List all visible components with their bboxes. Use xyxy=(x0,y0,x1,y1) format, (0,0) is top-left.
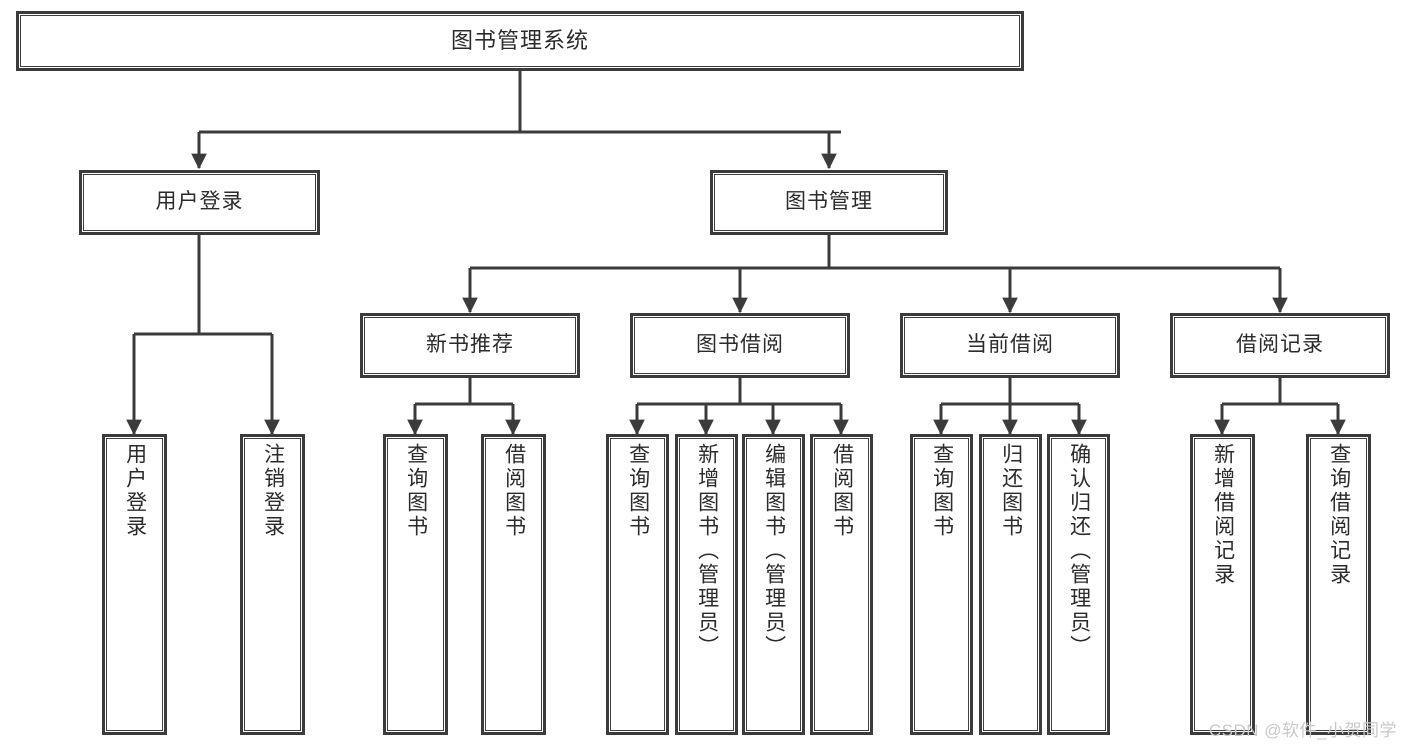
leaf-borrow-book[interactable]: 借阅图书 xyxy=(812,436,871,733)
node-label: 查询图书 xyxy=(626,443,650,539)
node-label: 确认归还（管理员） xyxy=(1067,443,1091,659)
node-label: 查询借阅记录 xyxy=(1327,443,1351,587)
node-root-library-system[interactable]: 图书管理系统 xyxy=(18,13,1022,69)
node-label: 当前借阅 xyxy=(966,333,1054,357)
node-label: 新增借阅记录 xyxy=(1211,443,1235,587)
leaf-confirm-return-admin[interactable]: 确认归还（管理员） xyxy=(1049,436,1108,733)
node-book-borrowing[interactable]: 图书借阅 xyxy=(632,315,848,376)
leaf-add-borrow-record[interactable]: 新增借阅记录 xyxy=(1192,436,1253,733)
node-label: 归还图书 xyxy=(999,443,1023,539)
node-label: 借阅图书 xyxy=(502,443,526,539)
leaf-return-book[interactable]: 归还图书 xyxy=(981,436,1040,733)
leaf-query-book-recommend[interactable]: 查询图书 xyxy=(385,436,446,733)
node-borrowing-record[interactable]: 借阅记录 xyxy=(1172,315,1388,376)
node-user-login[interactable]: 用户登录 xyxy=(81,172,318,233)
leaf-query-book-borrow[interactable]: 查询图书 xyxy=(608,436,667,733)
leaf-borrow-book-recommend[interactable]: 借阅图书 xyxy=(483,436,544,733)
node-label: 新增图书（管理员） xyxy=(695,443,719,659)
node-label: 查询图书 xyxy=(404,443,428,539)
leaf-user-login[interactable]: 用户登录 xyxy=(104,436,165,733)
leaf-query-borrow-record[interactable]: 查询借阅记录 xyxy=(1308,436,1369,733)
node-label: 编辑图书（管理员） xyxy=(762,443,786,659)
node-label: 借阅记录 xyxy=(1236,333,1324,357)
watermark-csdn: CSDN @软件_小贺同学 xyxy=(1208,721,1397,740)
node-label: 图书管理 xyxy=(785,190,873,214)
node-label: 用户登录 xyxy=(123,443,147,539)
leaf-logout[interactable]: 注销登录 xyxy=(242,436,303,733)
node-book-management[interactable]: 图书管理 xyxy=(712,172,946,233)
leaf-add-book-admin[interactable]: 新增图书（管理员） xyxy=(677,436,736,733)
node-label: 用户登录 xyxy=(155,190,244,214)
node-current-borrowing[interactable]: 当前借阅 xyxy=(902,315,1118,376)
node-new-book-recommendation[interactable]: 新书推荐 xyxy=(362,315,578,376)
node-label: 图书借阅 xyxy=(696,333,784,357)
node-label: 查询图书 xyxy=(930,443,954,539)
node-label: 注销登录 xyxy=(261,443,285,539)
node-label: 新书推荐 xyxy=(426,333,514,357)
node-label: 图书管理系统 xyxy=(450,28,589,54)
leaf-edit-book-admin[interactable]: 编辑图书（管理员） xyxy=(744,436,803,733)
leaf-query-book-current[interactable]: 查询图书 xyxy=(912,436,971,733)
node-label: 借阅图书 xyxy=(830,443,854,539)
